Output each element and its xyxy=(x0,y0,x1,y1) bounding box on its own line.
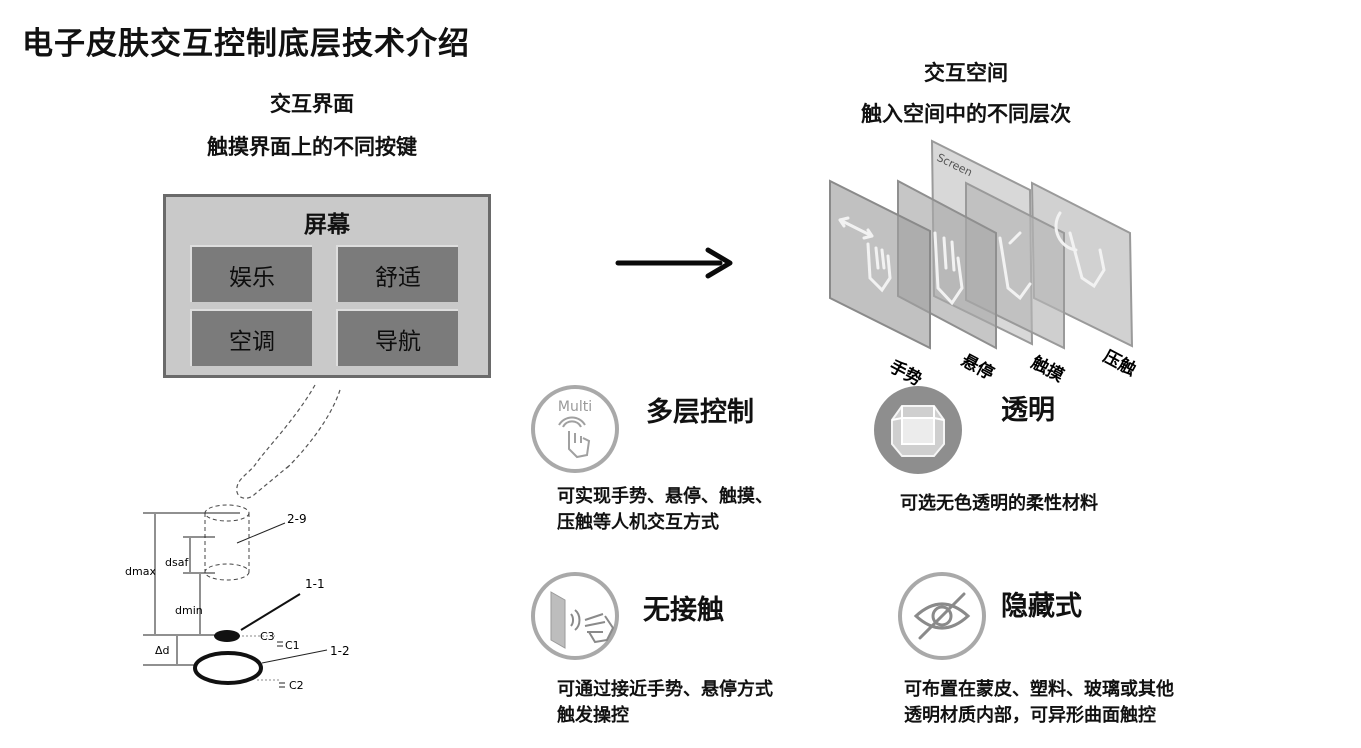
multi-touch-icon: Multi xyxy=(531,385,619,473)
right-subheading: 触入空间中的不同层次 xyxy=(861,102,1071,126)
delta-d-label: Δd xyxy=(155,644,170,657)
feature-desc-line: 可布置在蒙皮、塑料、玻璃或其他 xyxy=(904,679,1174,700)
contactless-hand-icon xyxy=(531,572,619,660)
part-2-9-label: 2-9 xyxy=(287,512,307,526)
feature-desc-line: 可通过接近手势、悬停方式 xyxy=(557,679,773,700)
feature-desc-transparent: 可选无色透明的柔性材料 xyxy=(900,491,1098,517)
finger-outline-2 xyxy=(286,389,341,469)
key-entertainment[interactable]: 娱乐 xyxy=(190,245,312,302)
screen-title: 屏幕 xyxy=(304,212,350,238)
transparent-cube-icon xyxy=(874,386,962,474)
left-heading: 交互界面 xyxy=(270,92,354,116)
c3-label: C3 xyxy=(260,630,275,643)
arrow-right-icon xyxy=(615,247,733,279)
feature-title-hidden: 隐藏式 xyxy=(1001,591,1082,622)
finger-outline xyxy=(236,384,316,499)
hand-gesture-icons xyxy=(838,211,1106,306)
dsaf-label: dsaf xyxy=(165,556,189,569)
feature-desc-line: 透明材质内部，可异形曲面触控 xyxy=(904,705,1156,726)
right-heading: 交互空间 xyxy=(924,61,1008,85)
dmax-label: dmax xyxy=(125,565,156,578)
feature-desc-contactless: 可通过接近手势、悬停方式 触发操控 xyxy=(557,677,773,729)
key-comfort[interactable]: 舒适 xyxy=(336,245,458,302)
feature-desc-multilayer: 可实现手势、悬停、触摸、 压触等人机交互方式 xyxy=(557,484,773,536)
feature-desc-hidden: 可布置在蒙皮、塑料、玻璃或其他 透明材质内部，可异形曲面触控 xyxy=(904,677,1174,729)
part-1-1-label: 1-1 xyxy=(305,577,325,591)
feature-desc-line: 可选无色透明的柔性材料 xyxy=(900,493,1098,514)
c1-label: C1 xyxy=(285,639,300,652)
layer-label-pressure: 压触 xyxy=(1100,346,1140,381)
electrode-1-2 xyxy=(193,651,263,685)
cylinder-bottom xyxy=(204,563,250,581)
left-subheading: 触摸界面上的不同按键 xyxy=(207,135,417,159)
c2-label: C2 xyxy=(289,679,304,692)
layer-plane-gesture xyxy=(829,179,931,350)
feature-desc-line: 压触等人机交互方式 xyxy=(557,512,719,533)
feature-desc-line: 可实现手势、悬停、触摸、 xyxy=(557,486,773,507)
electrode-1-1 xyxy=(214,630,240,642)
layer-label-hover: 悬停 xyxy=(958,350,998,385)
hidden-eye-icon xyxy=(898,572,986,660)
dmin-label: dmin xyxy=(175,604,203,617)
feature-title-transparent: 透明 xyxy=(1001,395,1055,426)
multi-icon-text: Multi xyxy=(558,399,592,415)
feature-title-contactless: 无接触 xyxy=(643,595,724,626)
layer-label-touch: 触摸 xyxy=(1027,351,1068,386)
page-title: 电子皮肤交互控制底层技术介绍 xyxy=(22,26,470,62)
sensor-diagram: dmax dsaf dmin Δd 2-9 1-1 1-2 C3 C1 C2 xyxy=(125,384,350,692)
screen-mockup: 屏幕 娱乐 舒适 空调 导航 xyxy=(163,194,491,378)
layered-space-diagram: Screen 手势 悬停 触摸 压触 xyxy=(829,139,1140,388)
part-1-2-label: 1-2 xyxy=(330,644,350,658)
key-air-conditioning[interactable]: 空调 xyxy=(190,309,312,366)
feature-desc-line: 触发操控 xyxy=(557,705,629,726)
feature-title-multilayer: 多层控制 xyxy=(646,397,754,428)
key-navigation[interactable]: 导航 xyxy=(336,309,458,366)
